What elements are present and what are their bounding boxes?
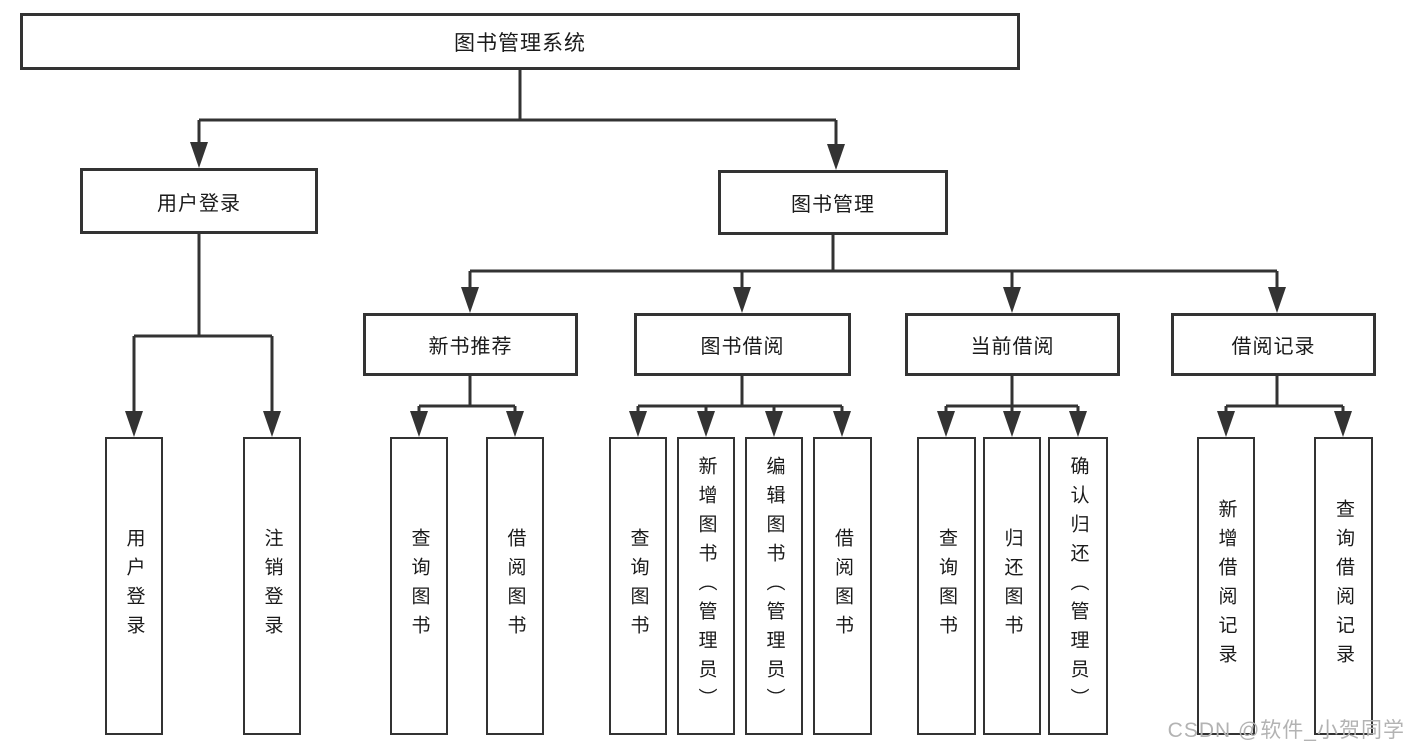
arrowhead bbox=[1217, 411, 1235, 437]
node-leaf-return-books: 归还图书 bbox=[983, 437, 1041, 735]
arrowhead bbox=[190, 142, 208, 168]
connector-line bbox=[417, 376, 517, 416]
arrowhead bbox=[697, 411, 715, 437]
node-user-login-label: 用户登录 bbox=[157, 192, 241, 215]
node-borrow-records: 借阅记录 bbox=[1171, 313, 1376, 376]
connector-new-book-rec-children bbox=[410, 376, 524, 437]
node-leaf-borrow-books-rec-label: 借阅图书 bbox=[504, 528, 526, 644]
node-leaf-query-books-rec-label: 查询图书 bbox=[408, 528, 430, 644]
arrowhead bbox=[506, 411, 524, 437]
arrowhead bbox=[1334, 411, 1352, 437]
connector-book-borrow-children bbox=[629, 376, 851, 437]
node-leaf-user-login: 用户登录 bbox=[105, 437, 163, 735]
node-leaf-borrow-books-borrow: 借阅图书 bbox=[813, 437, 872, 735]
arrowhead bbox=[263, 411, 281, 437]
node-leaf-borrow-books-rec: 借阅图书 bbox=[486, 437, 544, 735]
node-leaf-query-books-current: 查询图书 bbox=[917, 437, 976, 735]
node-new-book-rec: 新书推荐 bbox=[363, 313, 578, 376]
node-user-login: 用户登录 bbox=[80, 168, 318, 234]
arrowhead bbox=[833, 411, 851, 437]
node-leaf-query-books-borrow-label: 查询图书 bbox=[627, 528, 649, 644]
connector-root-children bbox=[190, 70, 845, 170]
node-leaf-add-books-admin: 新增图书（管理员） bbox=[677, 437, 735, 735]
arrowhead bbox=[827, 144, 845, 170]
connector-book-mgmt-children bbox=[461, 235, 1286, 313]
connector-user-login-children bbox=[125, 234, 281, 437]
node-leaf-borrow-books-borrow-label: 借阅图书 bbox=[832, 528, 853, 644]
node-leaf-user-login-label: 用户登录 bbox=[123, 528, 145, 644]
node-leaf-add-borrow-record: 新增借阅记录 bbox=[1197, 437, 1255, 735]
watermark: CSDN @软件_小贺同学 bbox=[1167, 719, 1405, 742]
arrowhead bbox=[1268, 287, 1286, 313]
connector-line bbox=[468, 235, 1279, 292]
node-leaf-edit-books-admin-label: 编辑图书（管理员） bbox=[763, 455, 785, 717]
node-root-label: 图书管理系统 bbox=[454, 31, 586, 55]
node-borrow-records-label: 借阅记录 bbox=[1231, 336, 1316, 358]
node-leaf-query-books-current-label: 查询图书 bbox=[936, 528, 957, 644]
connector-line bbox=[197, 70, 838, 149]
node-leaf-confirm-return-admin: 确认归还（管理员） bbox=[1048, 437, 1108, 735]
arrowhead bbox=[461, 287, 479, 313]
node-leaf-add-borrow-record-label: 新增借阅记录 bbox=[1215, 499, 1237, 673]
arrowhead bbox=[410, 411, 428, 437]
node-leaf-query-books-rec: 查询图书 bbox=[390, 437, 448, 735]
node-leaf-query-borrow-record-label: 查询借阅记录 bbox=[1333, 499, 1354, 673]
node-leaf-logout-label: 注销登录 bbox=[261, 528, 283, 644]
node-book-mgmt: 图书管理 bbox=[718, 170, 948, 235]
node-current-borrow: 当前借阅 bbox=[905, 313, 1120, 376]
connector-line bbox=[1224, 376, 1345, 416]
arrowhead bbox=[1069, 411, 1087, 437]
connector-line bbox=[944, 376, 1080, 416]
arrowhead bbox=[629, 411, 647, 437]
arrowhead bbox=[1003, 411, 1021, 437]
node-book-borrow-label: 图书借阅 bbox=[700, 336, 785, 358]
node-leaf-query-borrow-record: 查询借阅记录 bbox=[1314, 437, 1373, 735]
node-new-book-rec-label: 新书推荐 bbox=[428, 336, 513, 358]
arrowhead bbox=[733, 287, 751, 313]
node-book-mgmt-label: 图书管理 bbox=[791, 194, 875, 216]
node-leaf-return-books-label: 归还图书 bbox=[1001, 528, 1023, 644]
arrowhead bbox=[1003, 287, 1021, 313]
connector-borrow-records-children bbox=[1217, 376, 1352, 437]
arrowhead bbox=[125, 411, 143, 437]
node-current-borrow-label: 当前借阅 bbox=[970, 336, 1055, 358]
node-root: 图书管理系统 bbox=[20, 13, 1020, 70]
node-leaf-add-books-admin-label: 新增图书（管理员） bbox=[695, 455, 717, 717]
arrowhead bbox=[765, 411, 783, 437]
connector-line bbox=[132, 234, 274, 416]
node-leaf-confirm-return-admin-label: 确认归还（管理员） bbox=[1067, 455, 1089, 717]
node-leaf-query-books-borrow: 查询图书 bbox=[609, 437, 667, 735]
node-leaf-edit-books-admin: 编辑图书（管理员） bbox=[745, 437, 803, 735]
node-leaf-logout: 注销登录 bbox=[243, 437, 301, 735]
connector-current-borrow-children bbox=[937, 376, 1087, 437]
node-book-borrow: 图书借阅 bbox=[634, 313, 851, 376]
arrowhead bbox=[937, 411, 955, 437]
connector-line bbox=[636, 376, 844, 416]
